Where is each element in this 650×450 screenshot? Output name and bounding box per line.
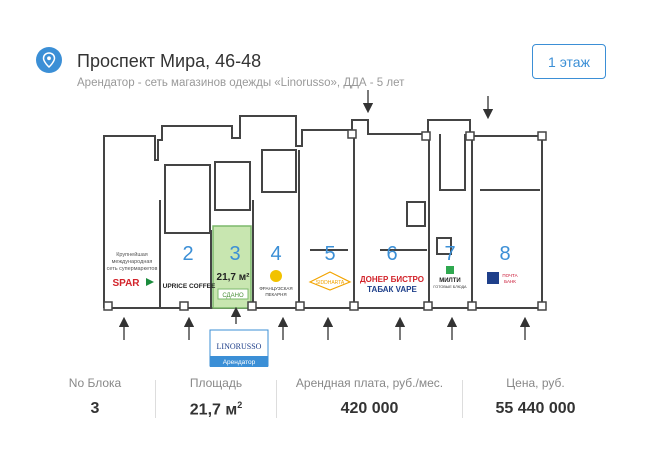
tenant-milti-sub: ГОТОВЫЕ БЛЮДА — [433, 285, 467, 289]
stat-price-label: Цена, руб. — [506, 376, 565, 390]
spar-caption-line3: сеть супермаркетов — [107, 266, 158, 272]
french-bakery-logo — [270, 270, 282, 282]
stat-block-label: No Блока — [68, 376, 122, 390]
stat-price: Цена, руб. 55 440 000 — [463, 372, 608, 424]
block-number-5[interactable]: 5 — [324, 243, 335, 265]
block-number-6[interactable]: 6 — [386, 243, 397, 265]
stat-area-unit-exp: 2 — [237, 400, 243, 410]
block-3-area: 21,7 м² — [217, 272, 251, 283]
spar-logo: SPAR — [112, 278, 140, 289]
page-title: Проспект Мира, 46-48 — [77, 51, 262, 71]
stat-divider — [155, 380, 156, 418]
rented-badge-frame — [217, 288, 249, 300]
stat-rent-value: 420 000 — [340, 400, 399, 417]
tenant-pochta-line1: ПОЧТА — [502, 273, 517, 278]
location-pin-icon — [36, 47, 62, 73]
tenant-uprice-coffee: UPRICE COFFEE — [163, 283, 216, 290]
tenant-french-bakery-line1: ФРАНЦУЗСКАЯ — [259, 286, 292, 291]
stat-block: No Блока 3 — [35, 372, 155, 424]
pochta-bank-logo — [487, 272, 499, 284]
block-number-4[interactable]: 4 — [270, 243, 281, 265]
tenant-5-logo-frame — [308, 271, 352, 291]
spar-caption-line2: международная — [112, 259, 153, 265]
page-subtitle: Арендатор - сеть магазинов одежды «Linor… — [77, 77, 405, 89]
block-number-2[interactable]: 2 — [182, 243, 193, 265]
entrance-arrows — [118, 90, 531, 340]
stat-rent-label: Арендная плата, руб./мес. — [295, 376, 444, 390]
tenant-card-logo: LINORUSSO — [217, 342, 262, 351]
stat-area-label: Площадь — [189, 376, 243, 390]
tenant-tabak-vape: ТАБАК VAPE — [367, 285, 417, 294]
tenant-doner-bistro: ДОНЕР БИСТРО — [360, 275, 424, 284]
block-number-3[interactable]: 3 — [229, 243, 240, 265]
tenant-pochta-line2: БАНК — [504, 279, 516, 284]
stat-area-value: 21,7 м2 — [156, 400, 276, 419]
milti-logo — [446, 266, 454, 274]
building-walls — [103, 115, 543, 309]
stat-price-value: 55 440 000 — [495, 400, 576, 417]
floor-selector-button[interactable]: 1 этаж — [532, 44, 606, 79]
stats-bar: No Блока 3 Площадь 21,7 м2 Арендная плат… — [0, 372, 650, 450]
tenant-card-label: Арендатор — [223, 359, 256, 366]
tenant-french-bakery-line2: ПЕКАРНЯ — [265, 292, 286, 297]
rented-badge: СДАНО — [222, 293, 244, 299]
stat-block-value: 3 — [90, 400, 100, 417]
structural-columns — [103, 129, 547, 311]
block-number-7[interactable]: 7 — [444, 243, 455, 265]
header: Проспект Мира, 46-48 Арендатор - сеть ма… — [0, 0, 650, 100]
stat-divider — [276, 380, 277, 418]
tenant-milti: МИЛТИ — [439, 278, 461, 284]
stat-area: Площадь 21,7 м2 — [156, 372, 276, 424]
tenant-5-logo: SIDDHARTA — [316, 280, 345, 286]
floor-plan-svg: 2 3 4 5 6 7 8 Крупнейшая международная с… — [103, 90, 547, 367]
spar-caption-line1: Крупнейшая — [116, 251, 148, 258]
spar-logo-mark — [146, 278, 154, 286]
floor-plan: 2 3 4 5 6 7 8 Крупнейшая международная с… — [0, 90, 650, 380]
stat-area-number: 21,7 м — [189, 401, 238, 419]
stat-divider — [462, 380, 463, 418]
tenant-card-footer — [210, 356, 268, 367]
stat-rent: Арендная плата, руб./мес. 420 000 — [277, 372, 462, 424]
block-number-8[interactable]: 8 — [499, 243, 510, 265]
